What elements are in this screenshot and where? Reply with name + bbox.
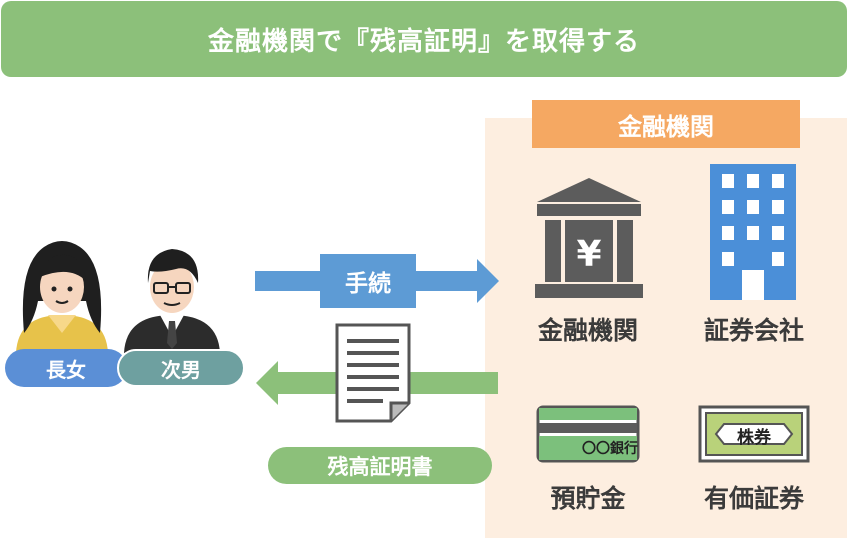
stock-certificate-icon [698,405,810,463]
stock-certificate-text: 株券 [737,428,771,448]
institution-header: 金融機関 [532,100,800,148]
son-figure [124,249,220,353]
daughter-figure [16,241,108,353]
title-banner: 金融機関で『残高証明』を取得する [1,1,847,77]
daughter-label: 長女 [46,357,86,382]
procedure-label-box: 手続 [320,254,416,308]
daughter-tag: 長女 [5,349,127,387]
caption-securities-company: 証券会社 [703,316,804,345]
certificate-pill: 残高証明書 [268,447,492,484]
caption-financial-institution: 金融機関 [537,316,638,345]
svg-text:¥: ¥ [576,234,601,275]
institution-header-text: 金融機関 [618,112,714,141]
bankbook-text: 〇〇銀行 [582,441,638,457]
son-label: 次男 [161,357,201,382]
son-tag: 次男 [117,349,245,387]
procedure-label: 手続 [345,271,391,297]
bank-icon: ¥ [535,178,643,298]
certificate-label: 残高証明書 [327,454,433,479]
bankbook-icon [536,405,640,463]
people-illustration [16,241,220,353]
document-icon [335,323,411,423]
caption-securities: 有価証券 [703,484,804,513]
page-title: 金融機関で『残高証明』を取得する [207,26,640,57]
caption-deposits: 預貯金 [550,484,626,513]
office-building-icon [710,164,796,300]
